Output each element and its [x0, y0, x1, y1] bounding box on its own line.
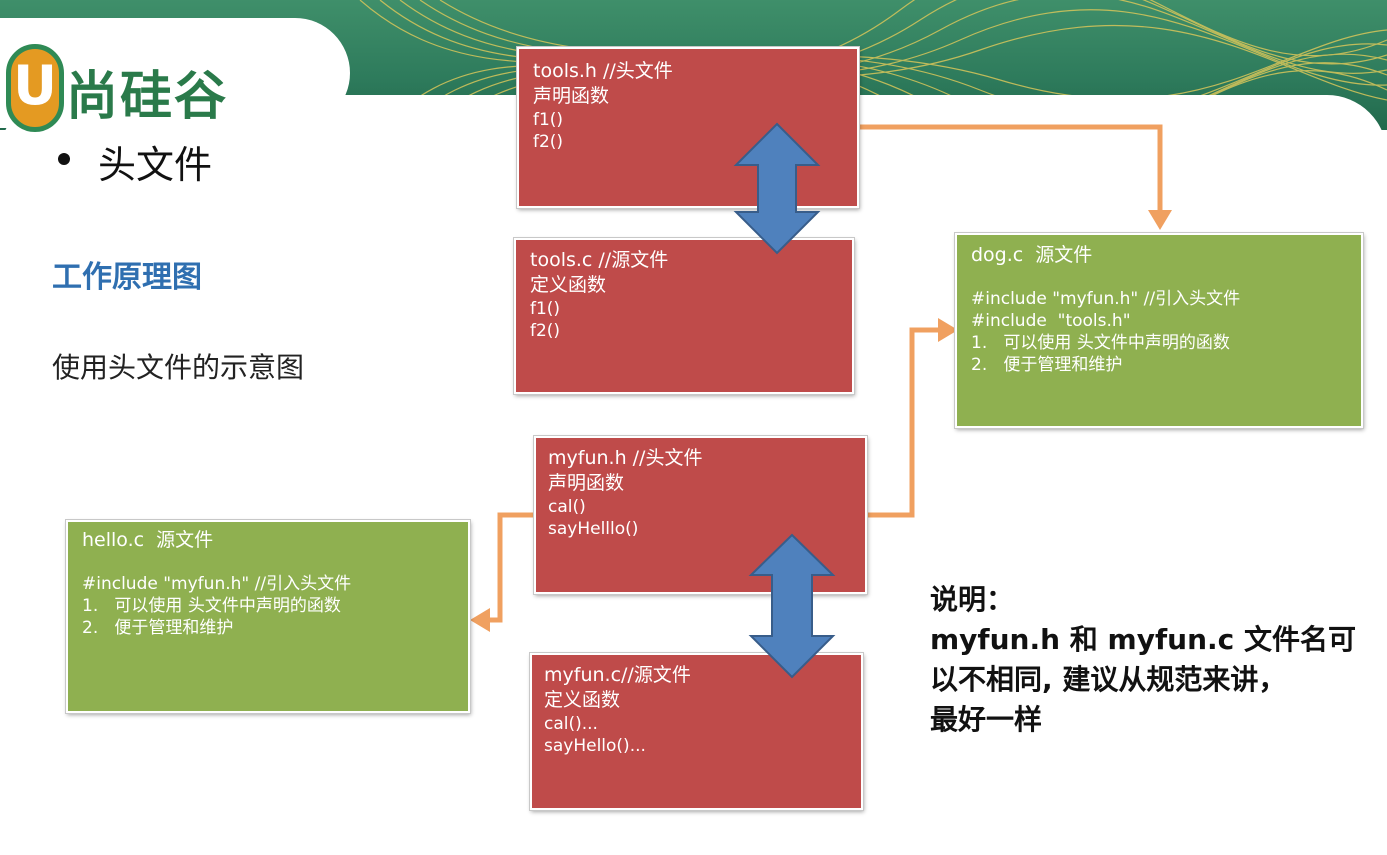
- box-tools-h: tools.h //头文件 声明函数 f1() f2(): [516, 46, 860, 209]
- box-tools-c-line-3: f1(): [530, 299, 561, 319]
- box-myfun-c-line-1: myfun.c//源文件: [544, 664, 691, 686]
- box-myfun-h-line-4: sayHelllo(): [548, 519, 639, 539]
- box-hello-c-line-3: 2. 便于管理和维护: [82, 618, 234, 638]
- box-tools-h-line-2: 声明函数: [533, 85, 610, 107]
- box-dog-c-line-2: #include "tools.h": [971, 311, 1131, 331]
- box-hello-c-line-2: 1. 可以使用 头文件中声明的函数: [82, 596, 341, 616]
- note-line-3: 以不相同, 建议从规范来讲，: [930, 663, 1287, 696]
- box-dog-c-line-4: 2. 便于管理和维护: [971, 355, 1123, 375]
- box-hello-c: hello.c 源文件 #include "myfun.h" //引入头文件 1…: [65, 519, 471, 714]
- logo-letter: U: [13, 54, 57, 117]
- logo-u-badge: U: [6, 44, 64, 132]
- section-subheading: 工作原理图: [52, 260, 202, 295]
- diagram-caption: 使用头文件的示意图: [52, 351, 305, 384]
- note-line-4: 最好一样: [930, 703, 1043, 736]
- box-myfun-c-line-3: cal()...: [544, 714, 598, 734]
- box-tools-c-line-2: 定义函数: [530, 274, 607, 296]
- note-line-1: 说明：: [930, 583, 1015, 616]
- box-myfun-h-line-1: myfun.h //头文件: [548, 447, 703, 469]
- box-myfun-c-line-2: 定义函数: [544, 689, 621, 711]
- box-hello-c-line-1: #include "myfun.h" //引入头文件: [82, 574, 352, 594]
- explanation-note: 说明： myfun.h 和 myfun.c 文件名可 以不相同, 建议从规范来讲…: [930, 580, 1356, 740]
- logo: U 尚硅谷: [0, 18, 350, 132]
- bullet-title: 头文件: [98, 143, 213, 187]
- box-tools-c-line-1: tools.c //源文件: [530, 249, 669, 271]
- box-tools-c: tools.c //源文件 定义函数 f1() f2(): [513, 237, 855, 395]
- note-line-2: myfun.h 和 myfun.c 文件名可: [930, 623, 1357, 656]
- box-tools-h-line-3: f1(): [533, 110, 564, 130]
- box-tools-h-line-4: f2(): [533, 132, 564, 152]
- box-dog-c: dog.c 源文件 #include "myfun.h" //引入头文件 #in…: [954, 232, 1364, 429]
- box-myfun-c: myfun.c//源文件 定义函数 cal()... sayHello()...: [529, 652, 864, 811]
- box-dog-c-line-3: 1. 可以使用 头文件中声明的函数: [971, 333, 1230, 353]
- box-myfun-h: myfun.h //头文件 声明函数 cal() sayHelllo(): [533, 435, 868, 595]
- box-hello-c-title: hello.c 源文件: [82, 529, 214, 551]
- logo-text: 尚硅谷: [66, 67, 229, 127]
- box-myfun-h-line-3: cal(): [548, 497, 586, 517]
- box-dog-c-title: dog.c 源文件: [971, 244, 1093, 266]
- box-myfun-c-line-4: sayHello()...: [544, 736, 646, 756]
- bullet-icon: [58, 153, 70, 165]
- box-tools-h-line-1: tools.h //头文件: [533, 60, 673, 82]
- box-dog-c-line-1: #include "myfun.h" //引入头文件: [971, 289, 1241, 309]
- box-myfun-h-line-2: 声明函数: [548, 472, 625, 494]
- box-tools-c-line-4: f2(): [530, 321, 561, 341]
